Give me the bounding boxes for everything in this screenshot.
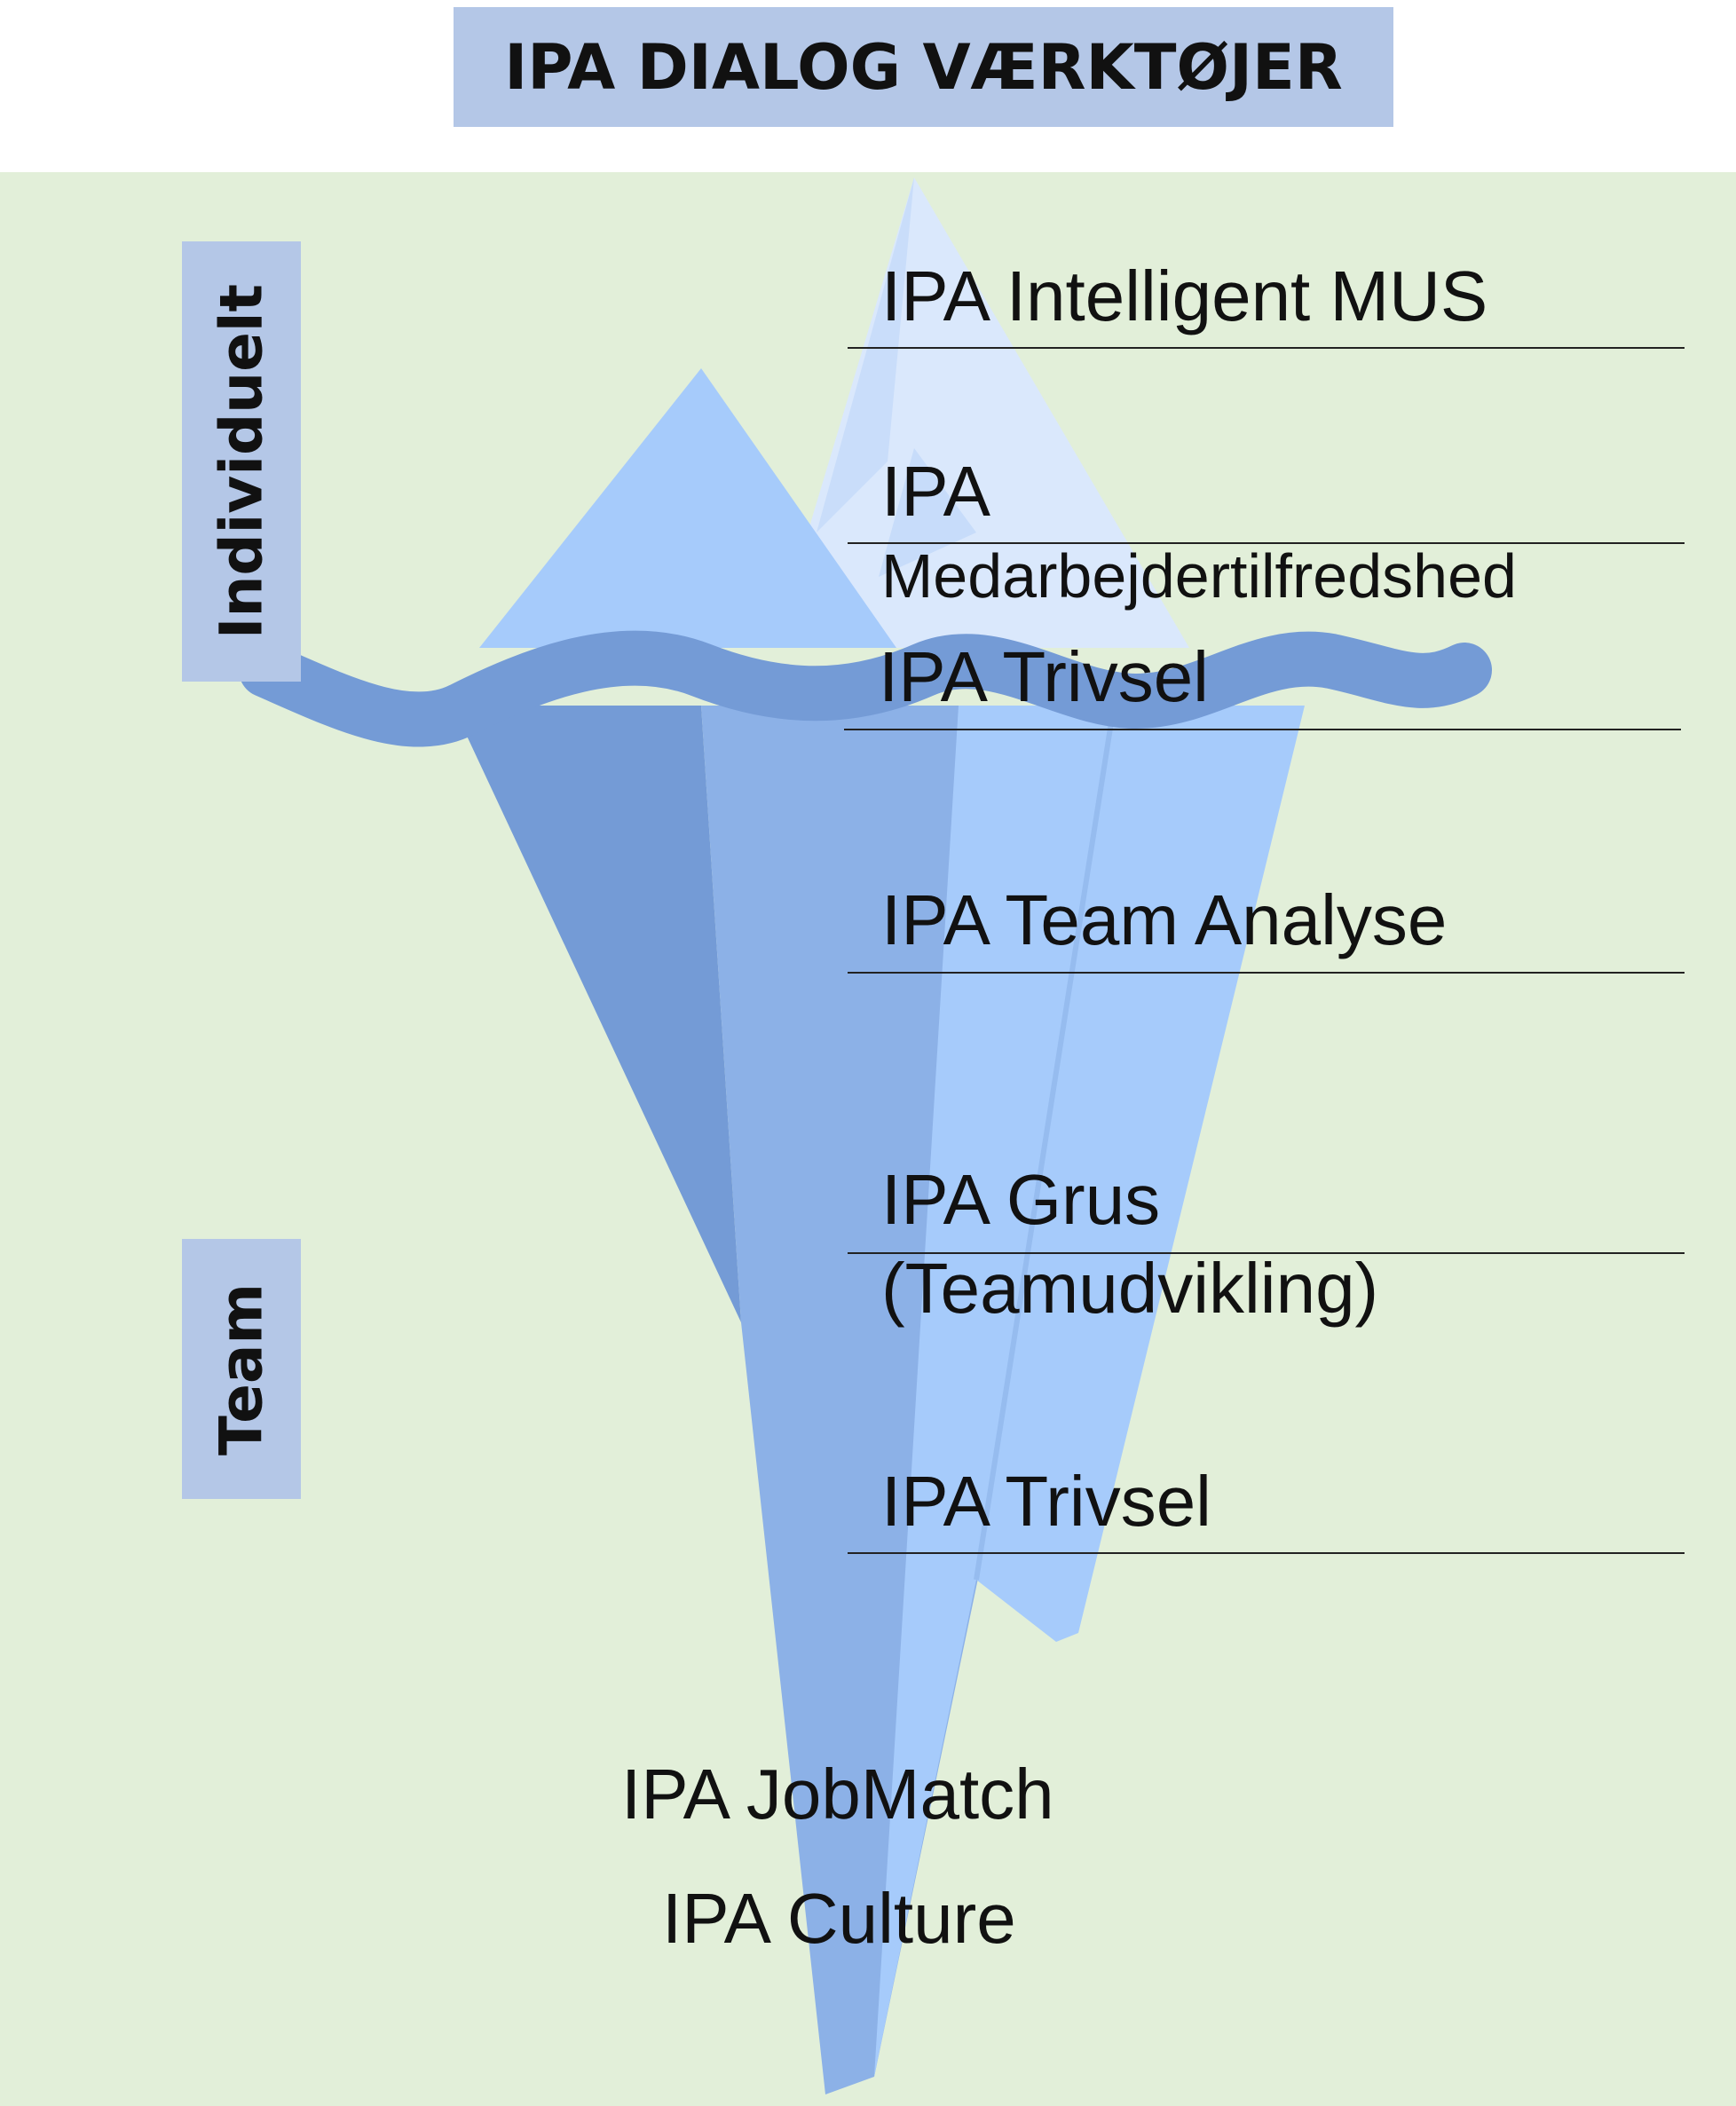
tool-label-medarbejder-line2: Medarbejdertilfredshed [881, 541, 1517, 611]
rule-medarbejder [848, 542, 1685, 544]
iceberg-underwater-light [874, 706, 1305, 2077]
rule-intelligent-mus [848, 347, 1685, 349]
tool-label-grus-line2: (Teamudvikling) [881, 1249, 1379, 1328]
tool-label-culture: IPA Culture [662, 1879, 1016, 1958]
side-label-individual: Individuelt [182, 241, 301, 682]
iceberg-crease [974, 705, 1117, 1581]
tool-label-team-analyse: IPA Team Analyse [881, 880, 1448, 959]
tool-label-trivsel-individual: IPA Trivsel [879, 637, 1209, 716]
side-label-individual-text: Individuelt [207, 283, 276, 640]
iceberg-back-peak-shade [817, 177, 914, 532]
water-line [239, 630, 1492, 747]
tool-label-trivsel-team: IPA Trivsel [881, 1462, 1211, 1541]
rule-team-analyse [848, 972, 1685, 974]
tool-label-intelligent-mus: IPA Intelligent MUS [881, 256, 1488, 335]
iceberg-underwater-dark [453, 706, 741, 1322]
tool-label-jobmatch: IPA JobMatch [621, 1755, 1054, 1834]
side-label-team: Team [182, 1239, 301, 1499]
tool-label-grus-line1: IPA Grus [881, 1160, 1161, 1239]
rule-trivsel-team [848, 1552, 1685, 1554]
tool-label-medarbejder-line1: IPA [881, 452, 991, 531]
rule-grus [848, 1252, 1685, 1254]
iceberg-front-peak [479, 368, 896, 648]
iceberg-small-peak [879, 448, 976, 577]
side-label-team-text: Team [207, 1282, 276, 1455]
page-title: IPA DIALOG VÆRKTØJER [504, 30, 1343, 104]
rule-trivsel-individual [844, 729, 1681, 730]
title-banner: IPA DIALOG VÆRKTØJER [454, 7, 1393, 127]
